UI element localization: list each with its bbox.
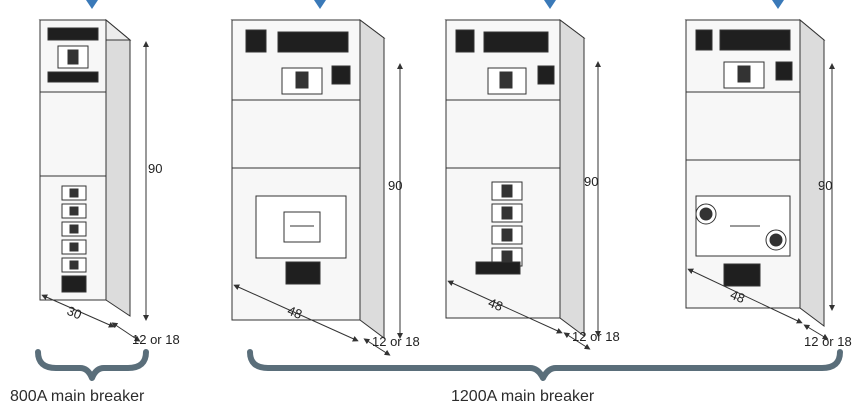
cabinet-3-width-label: 48	[486, 295, 505, 314]
cabinet-3-height-label: 90	[584, 174, 598, 189]
cabinet-2-depth-label: 12 or 18	[372, 334, 420, 349]
brace-1200a	[247, 349, 843, 381]
pointer-arrow-4	[772, 0, 784, 9]
cabinet-3-depth-label: 12 or 18	[572, 329, 620, 344]
group-label-1200a: 1200A main breaker	[451, 388, 595, 405]
brace-800a	[35, 349, 149, 381]
cabinet-2-width-label: 48	[285, 303, 304, 322]
pointer-arrow-1	[86, 0, 98, 9]
cabinet-1200a-2	[444, 19, 601, 350]
cabinet-1200a-1	[230, 19, 403, 356]
cabinet-2-height-label: 90	[388, 178, 402, 193]
group-label-800a: 800A main breaker	[10, 388, 145, 405]
cabinet-4-width-label: 48	[728, 287, 747, 306]
cabinet-1-width-label: 30	[65, 303, 84, 322]
cabinet-800a	[38, 18, 149, 342]
cabinet-4-height-label: 90	[818, 178, 832, 193]
pointer-arrow-2	[314, 0, 326, 9]
cabinet-1200a-3	[684, 18, 835, 340]
cabinet-1-depth-label: 12 or 18	[132, 332, 180, 347]
pointer-arrow-3	[544, 0, 556, 9]
cabinet-4-depth-label: 12 or 18	[804, 334, 852, 349]
pointer-arrows	[86, 0, 784, 9]
cabinet-1-height-label: 90	[148, 161, 162, 176]
